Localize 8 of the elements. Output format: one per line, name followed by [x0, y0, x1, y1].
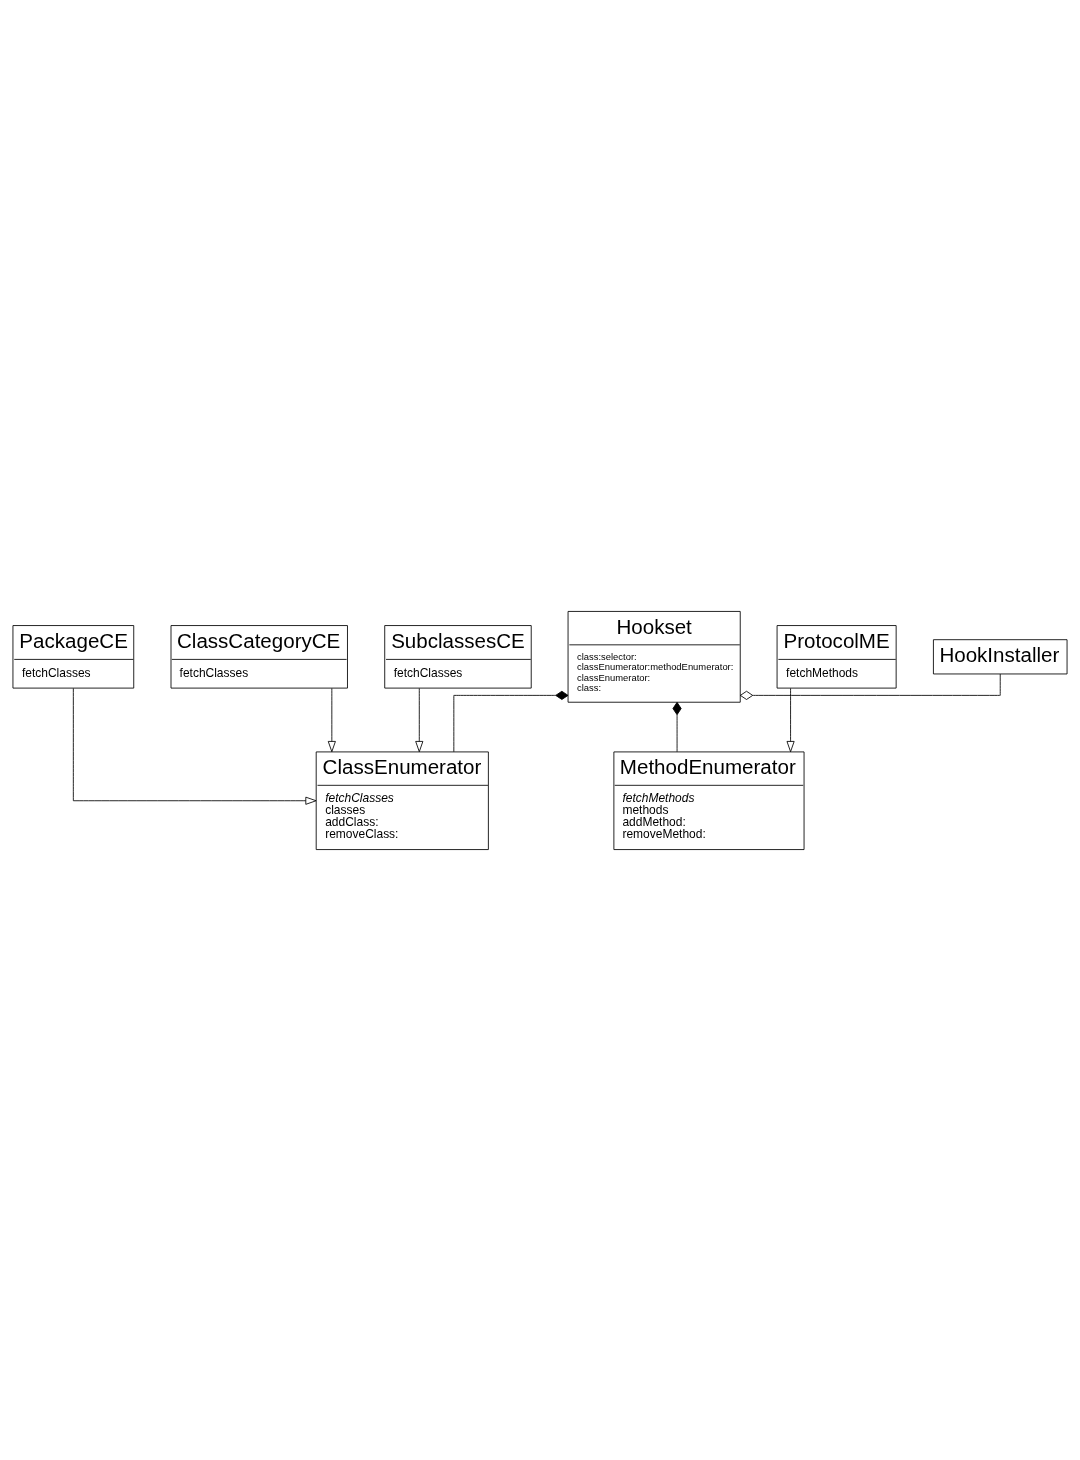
arrow — [415, 687, 424, 752]
connector — [453, 690, 569, 752]
connector — [672, 701, 682, 752]
arrow — [786, 687, 795, 752]
connector — [739, 673, 1001, 700]
arrow — [72, 687, 317, 805]
arrow — [327, 687, 336, 752]
node-box: HookInstaller — [933, 638, 1068, 674]
